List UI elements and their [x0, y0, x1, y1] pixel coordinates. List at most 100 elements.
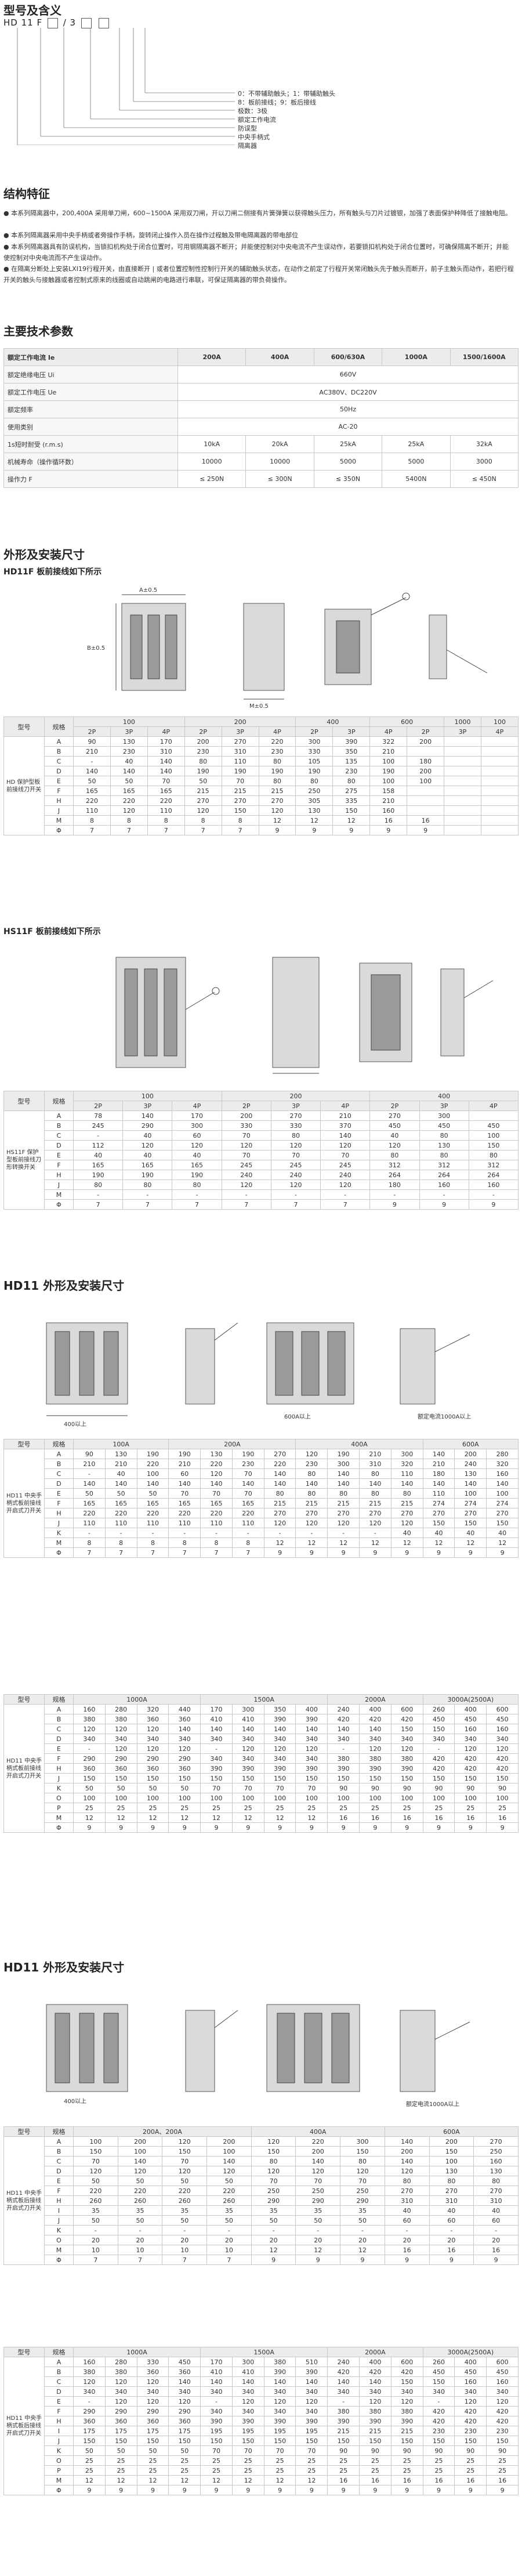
- table-cell: 200: [407, 766, 445, 776]
- table-cell: 9: [332, 825, 371, 835]
- table-header-cell: 200: [184, 717, 296, 727]
- table-cell: 70: [295, 2176, 341, 2186]
- table-cell: 80: [359, 1468, 392, 1479]
- table-cell: 12: [231, 2475, 264, 2485]
- table-row-key: M: [44, 1189, 74, 1200]
- table-cell: [480, 786, 519, 796]
- table-cell: 420: [359, 1714, 392, 1724]
- features-para-3: ● 本系列隔离器具有防误机构，当锁扣机构处于闭合位置时，可用钢隔离器不断开；并能…: [3, 243, 509, 262]
- table-cell: [407, 786, 445, 796]
- table-row-key: P: [44, 2465, 74, 2476]
- table-cell: 150: [486, 1518, 519, 1528]
- table-cell: 40: [384, 2205, 430, 2216]
- table-cell: 7: [117, 2255, 163, 2265]
- params-cell: ≤ 250N: [177, 470, 246, 488]
- table-cell: 390: [390, 1763, 423, 1774]
- table-cell: 70: [221, 1150, 271, 1160]
- table-cell: 40: [473, 2205, 519, 2216]
- table-cell: 165: [168, 1498, 201, 1508]
- table-cell: 9: [295, 1822, 328, 1833]
- table-subheader-cell: 2P: [295, 726, 334, 737]
- table-cell: -: [162, 2225, 208, 2235]
- table-cell: 8: [184, 815, 222, 826]
- table-cell: 270: [473, 2186, 519, 2196]
- table-cell: 25: [359, 2455, 392, 2466]
- table-cell: 16: [369, 815, 408, 826]
- table-cell: 120: [200, 1468, 233, 1479]
- table-cell: 350: [263, 1704, 296, 1714]
- table-cell: 100: [104, 1793, 137, 1803]
- table-cell: 7: [147, 825, 185, 835]
- table-cell: 190: [122, 1170, 173, 1180]
- table-cell: 10: [206, 2245, 252, 2255]
- table-cell: 150: [390, 1773, 423, 1783]
- table-row-key: H: [44, 1508, 74, 1518]
- table-cell: 290: [340, 2195, 385, 2206]
- table-cell: 250: [295, 786, 334, 796]
- table-cell: 160: [486, 2376, 519, 2387]
- table-row-key: M: [44, 815, 74, 826]
- table-cell: 40: [422, 1528, 455, 1538]
- table-cell: -: [200, 1743, 233, 1754]
- table-cell: 140: [206, 2156, 252, 2166]
- table-header-cell: 200A: [168, 1439, 296, 1449]
- table-cell: 290: [122, 1120, 173, 1131]
- table-header-cell: 1000A: [72, 2347, 201, 2357]
- table-header-cell: 100: [73, 717, 185, 727]
- table-cell: 9: [369, 825, 408, 835]
- table-cell: 90: [486, 2445, 519, 2456]
- table-row-key: D: [44, 2386, 74, 2397]
- table-group-label: HD 保护型板前接线刀开关: [3, 736, 45, 835]
- model-legend-current: 额定工作电流: [238, 116, 276, 124]
- table-cell: 70: [221, 776, 259, 786]
- table-cell: 165: [72, 1160, 124, 1170]
- table-row-key: H: [44, 1763, 74, 1774]
- table-cell: 9: [340, 2255, 385, 2265]
- table-cell: 210: [73, 1459, 106, 1469]
- table-cell: 50: [136, 2445, 169, 2456]
- table-cell: 120: [295, 1449, 328, 1459]
- table-cell: 50: [117, 2215, 163, 2226]
- table-cell: 250: [295, 2186, 341, 2196]
- table-cell: 12: [263, 1812, 296, 1823]
- table-cell: 390: [332, 736, 371, 747]
- table-cell: 25: [136, 1803, 169, 1813]
- table-cell: 390: [263, 1714, 296, 1724]
- table-cell: 210: [359, 1449, 392, 1459]
- table-row-key: H: [44, 2416, 74, 2426]
- table-cell: -: [117, 2225, 163, 2235]
- table-cell: 158: [369, 786, 408, 796]
- table-cell: 420: [486, 2416, 519, 2426]
- table-cell: 190: [258, 766, 296, 776]
- table-cell: 350: [332, 746, 371, 757]
- table-cell: 330: [221, 1120, 271, 1131]
- table-cell: 230: [422, 2426, 455, 2436]
- table-cell: 200: [206, 2136, 252, 2147]
- table-cell: 410: [231, 1714, 264, 1724]
- table-cell: 330: [270, 1120, 321, 1131]
- table-cell: 12: [73, 1812, 106, 1823]
- table-cell: 165: [136, 1498, 169, 1508]
- table-row-key: K: [44, 1528, 74, 1538]
- table-cell: 390: [327, 1763, 360, 1774]
- table-cell: 420: [454, 2416, 487, 2426]
- model-slash: /: [63, 17, 67, 28]
- table-subheader-cell: 4P: [369, 726, 408, 737]
- table-cell: 25: [104, 2455, 137, 2466]
- table-cell: 8: [231, 1537, 264, 1548]
- table-row-key: B: [44, 2146, 74, 2157]
- table-subheader-cell: 3P: [221, 726, 259, 737]
- table-cell: 300: [172, 1120, 222, 1131]
- table-cell: 165: [110, 786, 148, 796]
- table-cell: 100: [295, 1793, 328, 1803]
- table-cell: 215: [359, 1498, 392, 1508]
- table-subheader-cell: 2P: [369, 1101, 420, 1111]
- table-cell: 160: [486, 1724, 519, 1734]
- table-cell: 25: [327, 2465, 360, 2476]
- table-cell: 80: [72, 1180, 124, 1190]
